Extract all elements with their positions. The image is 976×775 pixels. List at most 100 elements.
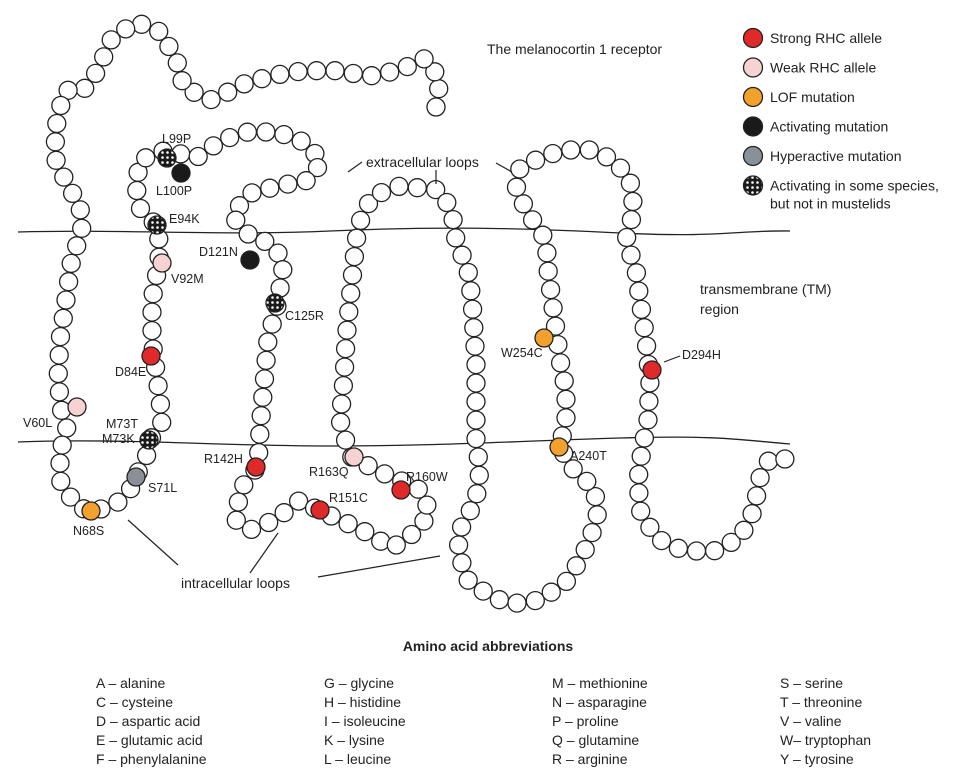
residue-circle	[218, 82, 238, 102]
residue-circle	[461, 281, 481, 301]
legend-swatch-lof	[742, 86, 764, 108]
residue-circle	[341, 283, 361, 304]
residue-circle	[448, 535, 469, 555]
residue-circle	[577, 471, 597, 492]
residue-circle	[638, 410, 658, 430]
mutation-marker-w254c	[534, 328, 554, 348]
residue-circle	[734, 520, 754, 540]
residue-circle	[626, 263, 647, 283]
residue-circle	[468, 447, 488, 467]
residue-circle	[101, 30, 121, 50]
mutation-label-s71l: S71L	[148, 481, 177, 495]
residue-circle	[525, 590, 545, 611]
residue-circle	[401, 524, 422, 545]
abbreviation: S – serine	[780, 675, 844, 691]
mutation-label-c125r: C125R	[285, 309, 324, 323]
residue-circle	[417, 495, 437, 515]
residue-circle	[50, 453, 70, 473]
residue-circle	[268, 243, 288, 263]
mutation-label-r160w: R160W	[406, 470, 448, 484]
residue-circle	[127, 180, 147, 201]
mutation-label-r163q: R163Q	[309, 465, 349, 479]
residue-circle	[49, 382, 70, 402]
residue-circle	[634, 428, 655, 448]
abbreviations-column-3: M – methionine N – asparagine P – prolin…	[552, 674, 648, 769]
residue-circle	[386, 535, 406, 555]
residue-circle	[50, 326, 71, 347]
mutation-label-r142h: R142H	[204, 452, 243, 466]
mutation-marker-s71l	[126, 467, 146, 487]
residue-circle	[566, 556, 586, 576]
residue-circle	[274, 503, 294, 523]
residue-circle	[556, 571, 577, 592]
residue-circle	[258, 332, 278, 352]
residue-circle	[136, 148, 156, 168]
residue-circle	[344, 246, 365, 267]
abbreviation: L – leucine	[324, 751, 392, 767]
residue-circle	[750, 468, 770, 488]
residue-circle	[242, 183, 262, 203]
residue-circle	[335, 338, 356, 359]
residue-circle	[462, 299, 483, 319]
residue-circle	[452, 553, 472, 573]
residue-circle	[270, 64, 290, 85]
residue-circle	[108, 492, 128, 512]
legend-label-species-line2: but not in mustelids	[770, 196, 891, 212]
residue-circle	[466, 354, 486, 375]
mutation-marker-v92m	[152, 253, 172, 273]
residue-circle	[278, 174, 298, 194]
residue-circle	[116, 19, 136, 39]
residue-circle	[338, 514, 358, 534]
abbreviation: A – alanine	[96, 675, 166, 691]
residue-circle	[522, 210, 543, 230]
residue-circle	[634, 318, 654, 338]
residue-circle	[346, 228, 367, 248]
residue-circle	[556, 389, 576, 409]
residue-circle	[343, 63, 363, 84]
mutation-label-n68s: N68S	[73, 524, 104, 538]
residue-circle	[620, 173, 641, 193]
residue-circle	[554, 371, 574, 391]
residue-circle	[52, 435, 72, 455]
residue-circle	[758, 451, 779, 471]
residue-circle	[541, 582, 561, 602]
residue-circle	[288, 61, 308, 82]
legend-label-weak: Weak RHC allele	[770, 60, 877, 76]
residue-circle	[621, 209, 642, 230]
residue-circle	[56, 290, 76, 310]
mutation-label-d121n: D121N	[199, 245, 238, 259]
residue-circle	[49, 345, 69, 365]
residue-circle	[288, 491, 309, 511]
abbreviations-title: Amino acid abbreviations	[402, 638, 574, 654]
residue-circle	[333, 375, 354, 396]
residue-circle	[234, 475, 254, 495]
loop-pointer-lines	[127, 161, 681, 578]
residue-circle	[629, 483, 649, 503]
residue-circle	[331, 394, 352, 414]
residue-circle	[640, 517, 660, 537]
residue-circle	[142, 302, 162, 322]
residue-circle	[148, 376, 168, 396]
residue-circle	[538, 261, 558, 281]
residue-circle	[533, 225, 553, 245]
residue-circle	[350, 210, 371, 231]
mutation-label-e94k: E94K	[169, 212, 200, 226]
residue-circle	[256, 122, 276, 142]
residue-circle	[374, 464, 395, 484]
intracellular-loops-label: intracellular loops	[181, 575, 290, 591]
abbreviation: F – phenylalanine	[96, 751, 207, 767]
abbreviation: E – glutamic acid	[96, 732, 203, 748]
residue-circle	[172, 71, 192, 91]
abbreviation: T – threonine	[780, 694, 863, 710]
residue-circle	[342, 265, 363, 285]
residue-circle	[53, 308, 73, 328]
residue-circle	[582, 522, 602, 543]
residue-circle	[252, 69, 272, 89]
residue-circle	[184, 82, 204, 102]
mutation-marker-d84e	[141, 346, 161, 366]
mutation-marker-n68s	[81, 501, 101, 521]
mutation-label-d84e: D84E	[115, 365, 146, 379]
residue-circle	[458, 570, 478, 590]
mutation-marker-l99p	[157, 148, 177, 168]
residue-circle	[188, 146, 208, 167]
